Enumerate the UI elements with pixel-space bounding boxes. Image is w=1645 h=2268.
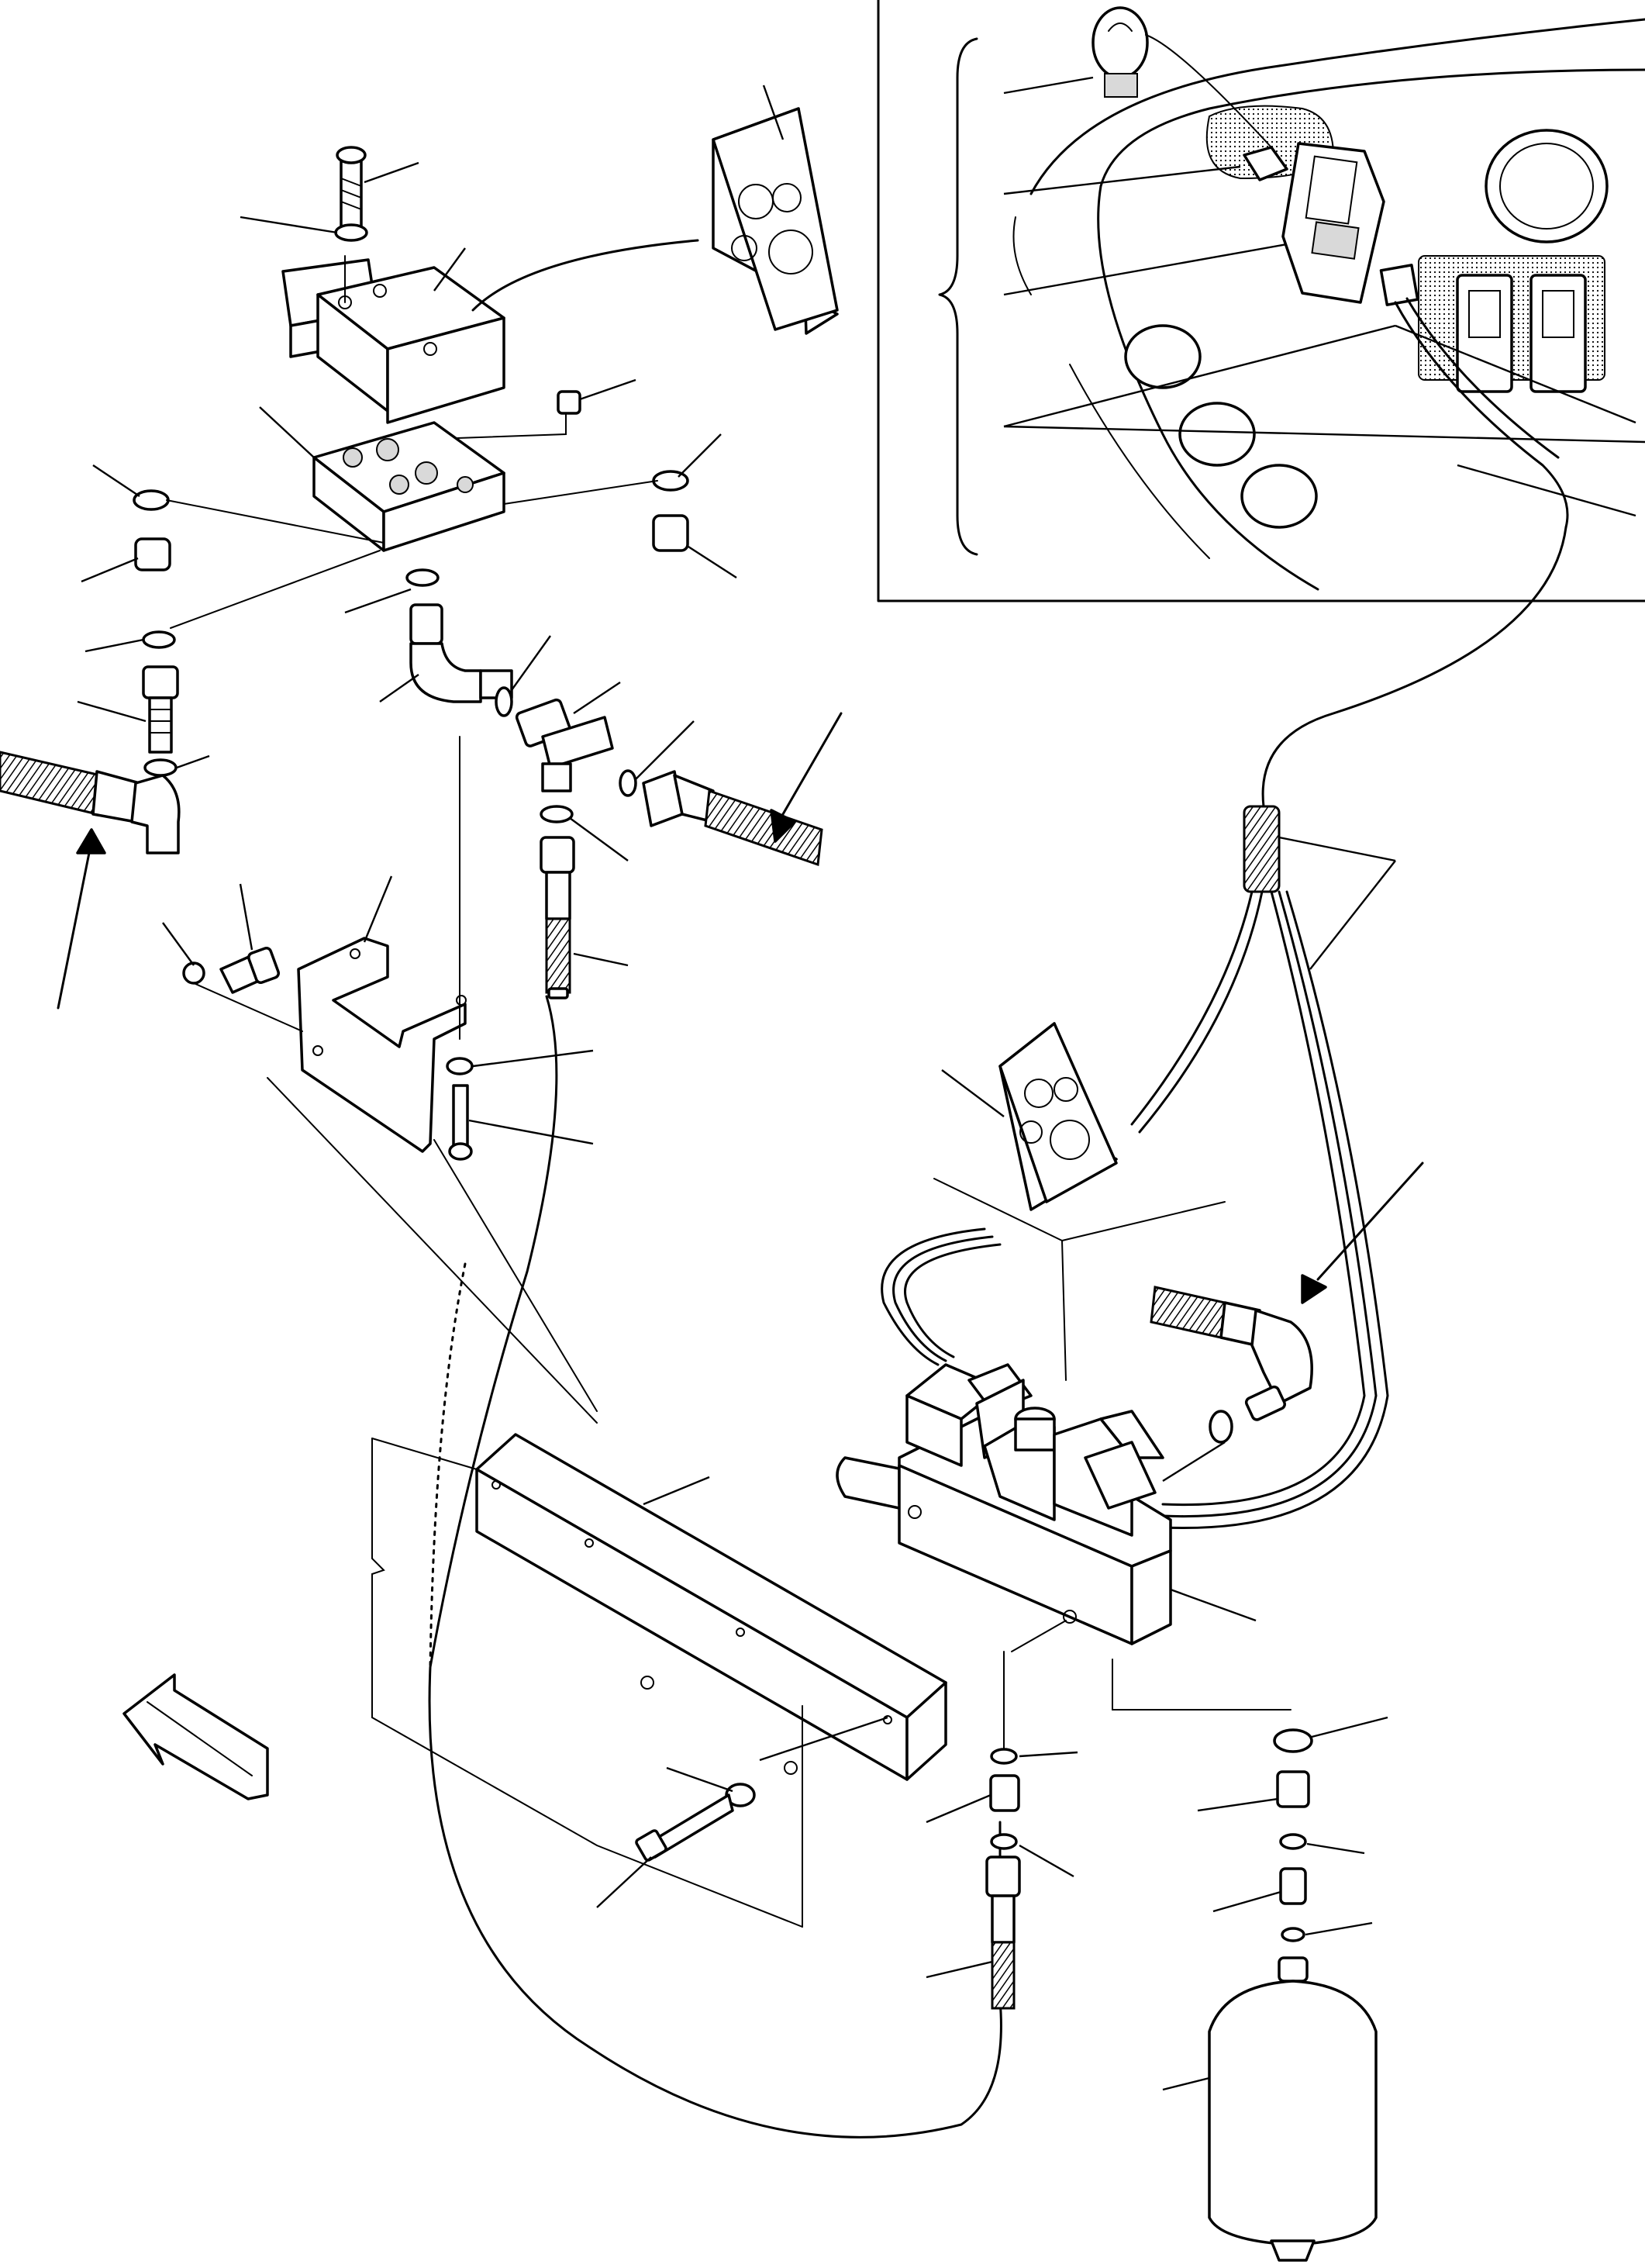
gauge	[1485, 129, 1609, 243]
o-ring	[142, 630, 176, 649]
o-ring	[1273, 1728, 1313, 1753]
adapter	[989, 1774, 1020, 1812]
flow-arrow	[781, 712, 843, 816]
bulb-icon	[1145, 34, 1272, 148]
seal-kit-upper	[712, 85, 839, 335]
hose-left	[0, 751, 181, 854]
lower-solenoid-valve	[836, 1363, 1172, 1645]
o-ring	[143, 758, 178, 777]
hose-right	[642, 770, 823, 867]
o-ring	[1281, 1927, 1305, 1942]
wiring-harness	[1130, 805, 1389, 1530]
o-ring	[1279, 1833, 1307, 1850]
hose-lower	[985, 1855, 1021, 2010]
adapter	[1279, 1867, 1307, 1905]
accumulator	[1208, 1956, 1378, 2262]
hose-center	[540, 836, 575, 999]
o-ring	[1209, 1410, 1233, 1444]
dash-button	[1124, 324, 1202, 389]
harness-route	[1261, 526, 1567, 808]
plug	[134, 537, 171, 571]
tee-fitting	[515, 698, 614, 792]
support-rail	[475, 1433, 947, 1781]
hose-loop	[428, 995, 1002, 2139]
washer	[334, 223, 368, 242]
direction-arrow	[122, 1673, 269, 1800]
inline-adapter	[142, 665, 179, 754]
o-ring	[990, 1833, 1018, 1850]
o-ring	[619, 769, 637, 797]
mounting-plate	[371, 1438, 803, 1928]
elbow-fitting-lower	[1150, 1286, 1313, 1421]
mounting-bracket	[297, 937, 467, 1153]
o-ring	[540, 805, 574, 823]
plug	[652, 514, 689, 552]
flow-arrow	[57, 851, 91, 1010]
dash-button	[1178, 402, 1256, 467]
dashboard-inset	[877, 0, 1645, 602]
plug-nut	[457, 378, 636, 439]
cap-screw	[448, 1084, 473, 1161]
rocker-switch	[1281, 142, 1385, 304]
cap-screw	[336, 146, 367, 234]
washer	[182, 961, 205, 985]
indicator-bulb	[1091, 6, 1272, 148]
o-ring	[990, 1748, 1018, 1765]
wire-connector	[1379, 264, 1419, 306]
washer	[446, 1057, 474, 1075]
inset-brace	[938, 37, 978, 556]
elbow-fitting	[405, 568, 513, 703]
o-ring	[133, 489, 170, 511]
o-ring	[495, 686, 513, 717]
seal-kit-lower	[998, 1022, 1118, 1211]
cap-screw	[219, 883, 280, 994]
adapter	[1276, 1770, 1310, 1808]
o-ring	[652, 470, 689, 492]
dash-button	[1240, 464, 1318, 529]
switch-bank	[1418, 255, 1605, 393]
flow-arrow	[1316, 1162, 1424, 1281]
upper-solenoid-valve	[281, 255, 505, 424]
hex-bolt	[635, 1783, 756, 1862]
switch-connector	[1243, 146, 1288, 181]
manifold-block	[312, 421, 505, 552]
